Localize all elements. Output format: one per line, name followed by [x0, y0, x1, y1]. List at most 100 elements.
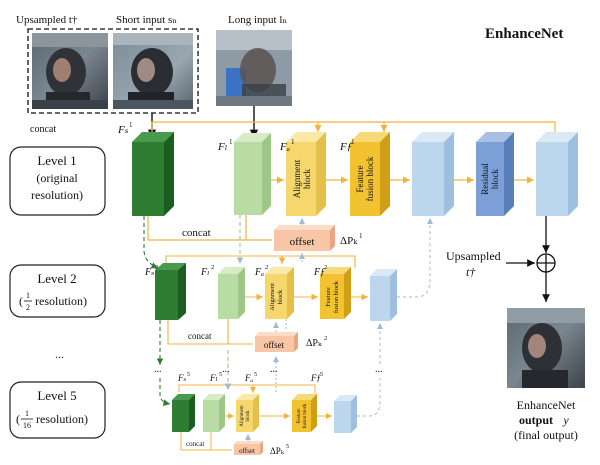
l5-concat-line: [180, 432, 232, 451]
lgreen-ellipsis: ...: [222, 364, 230, 375]
l5-alignment-block: Alignment block: [236, 394, 259, 432]
l5-fs-sup: 5: [187, 372, 190, 378]
l1-feature-block-a: [412, 132, 454, 216]
l2-concat-line: [167, 320, 253, 345]
level-1-box: Level 1 (original resolution): [9, 146, 106, 216]
l1-alignment-block: Alignment block: [286, 132, 326, 216]
l2-ff-sup: 2: [324, 264, 327, 271]
l5-concat-label: concat: [186, 440, 204, 448]
l1-fusion-block: Feature fusion block: [350, 132, 390, 216]
blue-ellipsis-2: ...: [375, 364, 383, 375]
level-5-box: Level 5 ( 1 16 resolution): [9, 381, 106, 439]
l1-fl-label: Fₗ: [217, 141, 227, 153]
long-input-image: [216, 30, 292, 106]
level-1-name: Level 1: [37, 153, 76, 168]
level-5-name: Level 5: [37, 388, 76, 403]
l1-residual-text2: block: [490, 169, 500, 189]
green-down-to-l5: [159, 378, 171, 406]
level-5-den: 16: [23, 421, 31, 430]
l2-skip-line: [165, 255, 356, 268]
l1-fa-sup: 1: [291, 138, 295, 146]
level-1-sub1: (original: [36, 171, 78, 185]
l5-alignment-text2: block: [246, 410, 251, 422]
output-title-bold: output: [519, 413, 553, 427]
blue-ellipsis: ...: [270, 364, 278, 375]
l5-offset-block: offset: [234, 441, 263, 455]
sum-node: [536, 253, 556, 273]
l2-fl-sup: 2: [211, 264, 214, 271]
l2-feature-block: [370, 269, 397, 321]
l5-delta-sup: 5: [286, 444, 289, 450]
level-5-sub: resolution): [36, 412, 88, 426]
green-ellipsis: ...: [154, 364, 162, 375]
l1-ff-label: Fƒ: [339, 141, 353, 153]
l1-offset-block: offset: [274, 225, 335, 251]
l1-ff-sup: 1: [351, 138, 355, 146]
l5-fs-label: Fₛ: [177, 373, 187, 383]
output-title-line3: (final output): [514, 428, 578, 442]
output-image: [507, 308, 585, 388]
level-2-num: 1: [26, 291, 30, 300]
l2-fa-sup: 2: [265, 264, 268, 271]
l2-alignment-text1: Alignment: [269, 283, 276, 311]
l5-fa-label: Fₐ: [244, 373, 253, 383]
l2-fusion-text1: Feature: [325, 287, 332, 307]
l5-fl-sup: 5: [219, 372, 222, 378]
levels-ellipsis: ...: [55, 347, 64, 361]
output-upsampled-t: t†: [466, 265, 476, 279]
l2-delta-sup: 2: [324, 335, 327, 342]
l2-alignment-block: Alignment block: [265, 267, 294, 319]
l2-delta-label: ΔPₖ: [306, 338, 322, 349]
l2-concat-label: concat: [188, 331, 212, 341]
output-title-var: y: [562, 413, 569, 427]
level-2-box: Level 2 ( 1 2 resolution): [9, 264, 106, 318]
l1-fl-block: [234, 133, 271, 215]
l2-fusion-text2: fusion block: [333, 280, 340, 313]
l5-fusion-text2: fusion block: [303, 403, 308, 428]
l2-fl-block: [218, 267, 245, 319]
enhancenet-title: EnhanceNet: [485, 26, 563, 42]
l5-ff-label: Fƒ: [310, 373, 321, 383]
l5-fusion-block: Feature fusion block: [292, 394, 317, 432]
l1-delta-sup: 1: [359, 232, 363, 240]
upsampled-input-label: Upsampled t†: [16, 14, 78, 26]
l1-concat-line: [147, 216, 272, 241]
upsampled-input-image: [32, 33, 108, 109]
output-title-line1: EnhanceNet: [517, 398, 576, 412]
l1-offset-label: offset: [290, 236, 315, 248]
l1-feature-block-b: [536, 132, 578, 216]
l1-skip-line: [151, 121, 556, 138]
l5-skip-line: [178, 384, 316, 400]
blue-up-l5: [357, 378, 381, 417]
l2-fs-label: Fₛ: [144, 267, 154, 278]
l5-fusion-text1: Feature: [297, 408, 302, 424]
long-input-label: Long input lₙ: [228, 14, 287, 26]
l2-fs-block: [155, 263, 186, 320]
l2-alignment-text2: block: [277, 289, 284, 304]
l5-alignment-text1: Alignment: [240, 405, 245, 427]
concat-dashed-frame: [27, 28, 199, 114]
l1-fl-sup: 1: [229, 138, 233, 146]
l2-offset-label: offset: [264, 340, 285, 350]
l1-fa-label: Fₐ: [279, 141, 290, 153]
short-input-label: Short input sₙ: [116, 14, 177, 26]
l2-fusion-block: Feature fusion block: [320, 267, 351, 319]
l2-offset-block: offset: [255, 332, 298, 352]
l5-fl-block: [203, 394, 225, 432]
l5-fa-sup: 5: [254, 372, 257, 378]
l1-alignment-text2: block: [302, 169, 312, 189]
level-2-den: 2: [26, 303, 30, 312]
l2-ff-label: Fƒ: [313, 267, 325, 278]
l5-fl-label: Fₗ: [209, 373, 218, 383]
short-input-image: [113, 33, 193, 109]
concat-inputs-label: concat: [30, 124, 56, 135]
l1-fs-label: Fₛ: [117, 124, 129, 136]
blue-up-l2-to-l1: [397, 218, 433, 298]
l5-feature-block: [334, 395, 357, 433]
output-upsampled-label: Upsampled: [446, 249, 501, 263]
level-1-sub2: resolution): [31, 188, 83, 202]
l1-concat-label: concat: [182, 227, 211, 239]
level-5-num: 1: [25, 409, 29, 418]
l1-alignment-text1: Alignment: [292, 159, 302, 198]
